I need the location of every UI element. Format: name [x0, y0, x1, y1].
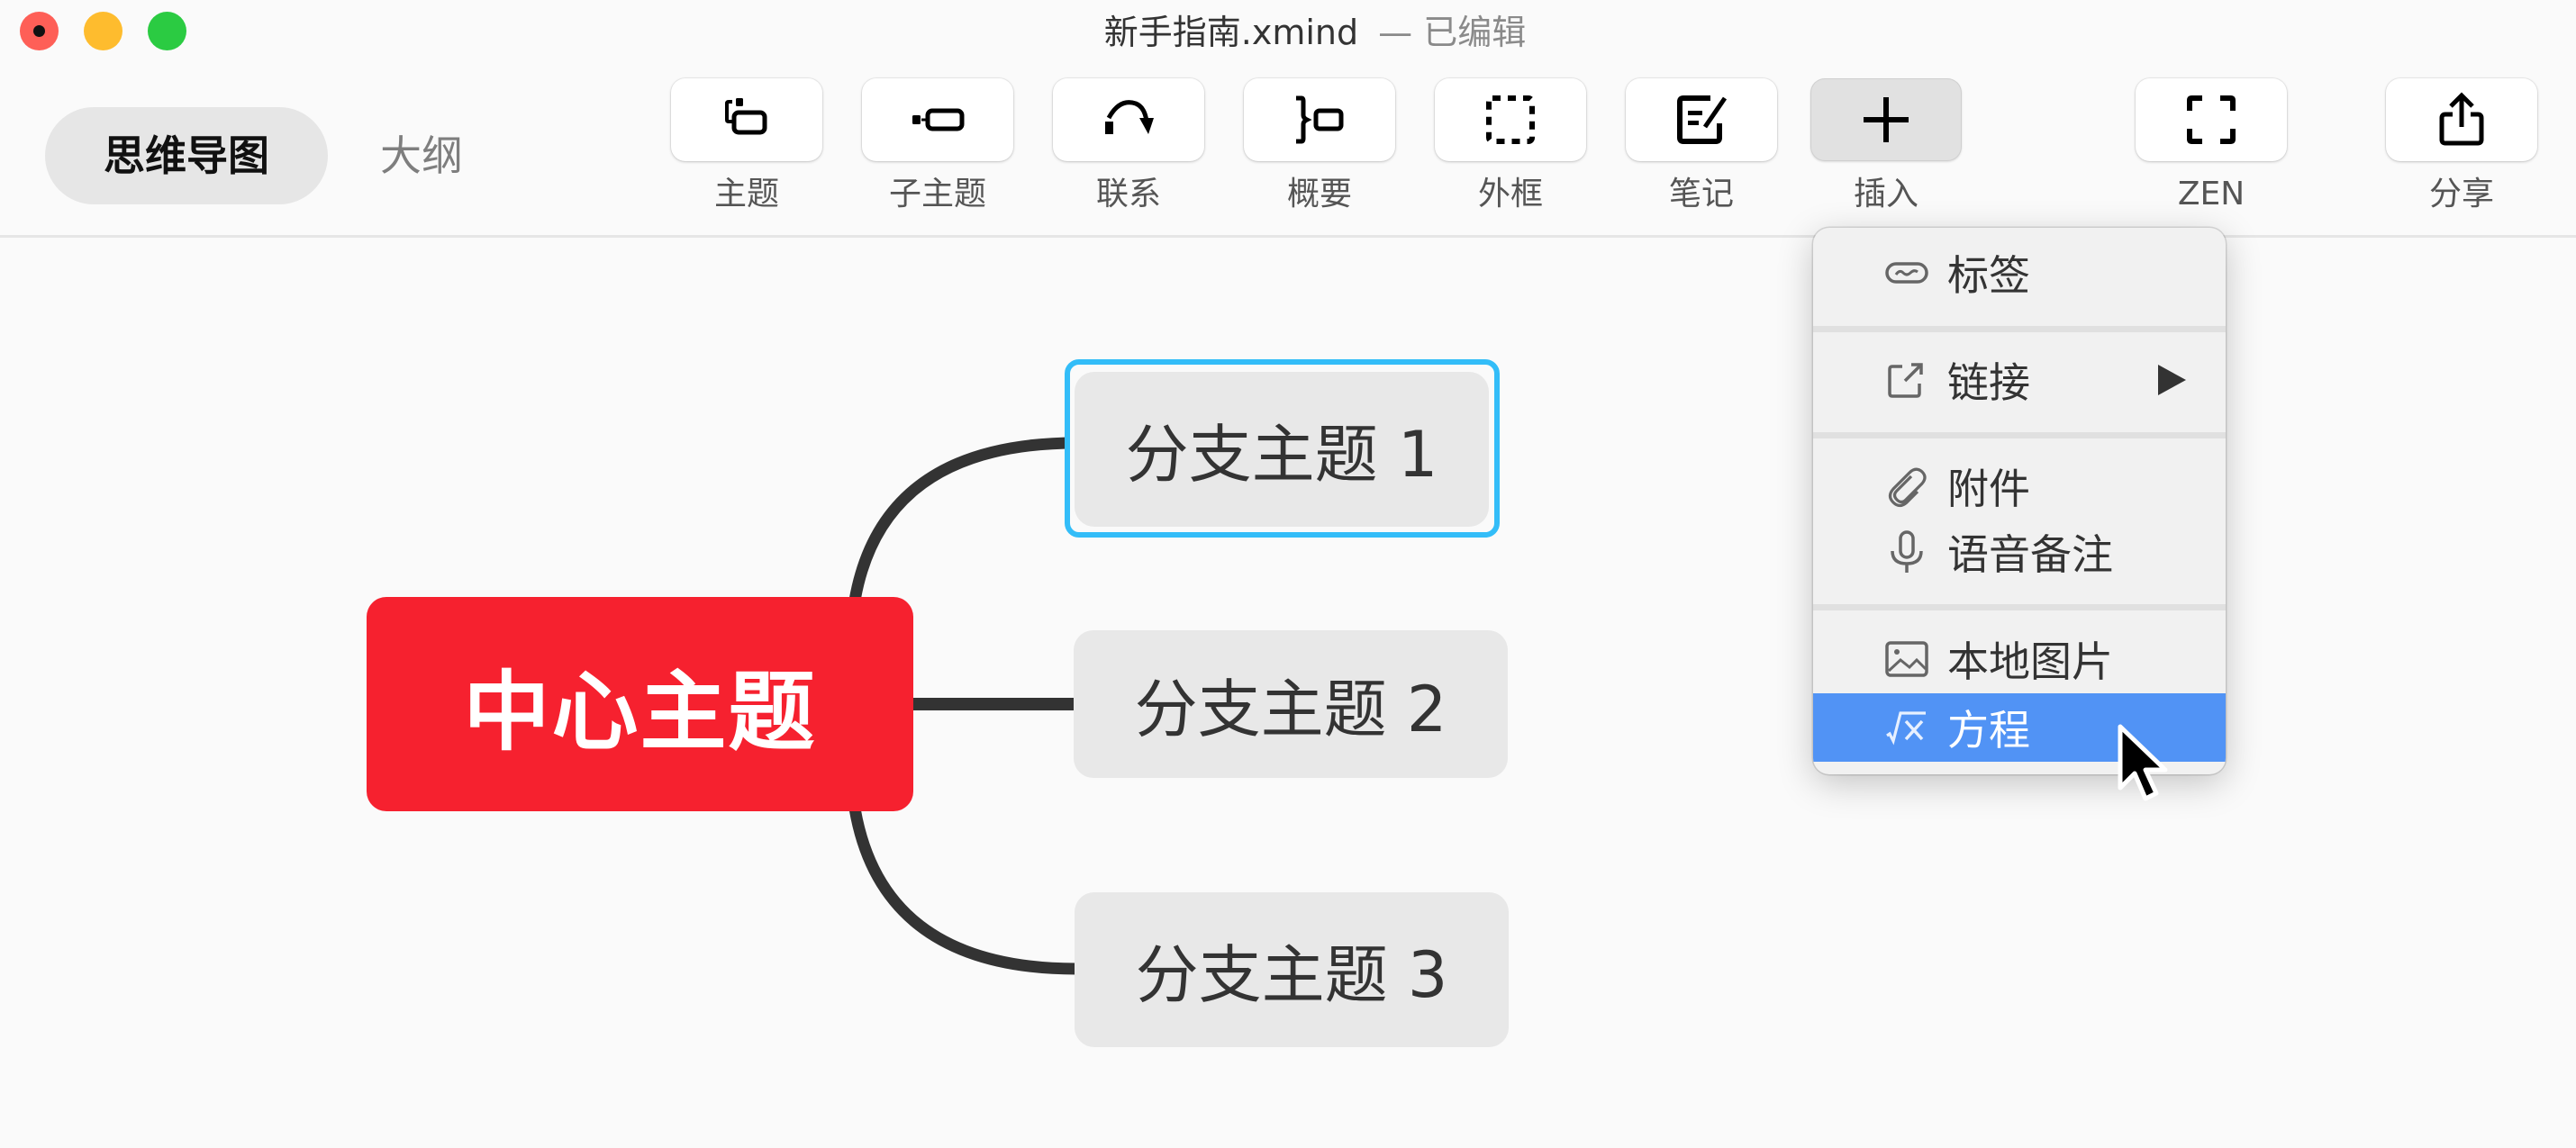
insert-menu: 标签 链接 附件 语音备注 本地图片 方程 [1813, 228, 2226, 774]
menu-item-label-text: 标签 [1947, 251, 2030, 300]
menu-item-attachment-text: 附件 [1947, 465, 2030, 513]
share-button-face[interactable] [2386, 78, 2537, 161]
menu-item-equation-text: 方程 [1947, 706, 2030, 755]
relationship-icon [1105, 100, 1154, 134]
relationship-button-face[interactable] [1053, 78, 1204, 161]
share-button[interactable]: 分享 [2386, 78, 2537, 215]
subtopic-button[interactable]: 子主题 [862, 78, 1013, 215]
window-minimize-button[interactable] [84, 12, 122, 50]
boundary-button[interactable]: 外框 [1435, 78, 1586, 215]
zen-label: ZEN [2177, 176, 2245, 212]
window-maximize-button[interactable] [148, 12, 186, 50]
summary-icon [1296, 95, 1344, 144]
connector-branch-1 [845, 437, 1077, 631]
connector-branch-3 [845, 777, 1077, 975]
tab-mind-map[interactable]: 思维导图 [45, 107, 328, 204]
insert-button[interactable]: 插入 [1810, 78, 1962, 215]
insert-button-face[interactable] [1810, 78, 1962, 161]
zen-button[interactable]: ZEN [2136, 78, 2287, 215]
submenu-arrow-icon [2158, 365, 2186, 395]
summary-button-face[interactable] [1244, 78, 1395, 161]
subtopic-icon [912, 108, 965, 131]
topic-button[interactable]: 主题 [671, 78, 822, 215]
summary-label: 概要 [1286, 176, 1352, 212]
image-icon [1883, 636, 1930, 682]
zen-fullscreen-icon [2187, 95, 2236, 144]
boundary-icon [1486, 95, 1535, 144]
topic-button-face[interactable] [671, 78, 822, 161]
menu-separator [1813, 604, 2226, 610]
menu-separator [1813, 326, 2226, 332]
notes-icon [1677, 95, 1728, 144]
zen-button-face[interactable] [2136, 78, 2287, 161]
menu-item-link[interactable]: 链接 [1813, 346, 2226, 414]
window-close-button[interactable] [20, 12, 59, 50]
branch-topic-1[interactable]: 分支主题 1 [1075, 372, 1489, 527]
insert-label: 插入 [1853, 176, 1918, 212]
attachment-icon [1883, 463, 1930, 510]
menu-item-voice-note-text: 语音备注 [1947, 530, 2113, 579]
menu-item-local-image-text: 本地图片 [1947, 637, 2113, 686]
share-icon [2439, 92, 2484, 146]
label-icon [1883, 249, 1930, 296]
link-icon [1883, 357, 1930, 403]
central-topic[interactable]: 中心主题 [367, 597, 913, 811]
topic-label: 主题 [713, 176, 779, 212]
close-dot-icon [33, 25, 45, 37]
notes-button[interactable]: 笔记 [1626, 78, 1777, 215]
subtopic-button-face[interactable] [862, 78, 1013, 161]
summary-button[interactable]: 概要 [1244, 78, 1395, 215]
subtopic-label: 子主题 [888, 176, 986, 212]
topic-icon [725, 98, 767, 135]
toolbar: 思维导图 大纲 主题 子主题 [0, 0, 2576, 238]
share-label: 分享 [2428, 176, 2494, 212]
menu-item-local-image[interactable]: 本地图片 [1813, 625, 2226, 693]
menu-item-equation[interactable]: 方程 [1813, 693, 2226, 762]
boundary-label: 外框 [1477, 176, 1543, 212]
edited-status: — 已编辑 [1378, 13, 1527, 52]
document-name: 新手指南.xmind [1103, 13, 1359, 52]
menu-item-label[interactable]: 标签 [1813, 239, 2226, 307]
branch-topic-2[interactable]: 分支主题 2 [1074, 630, 1508, 778]
notes-button-face[interactable] [1626, 78, 1777, 161]
microphone-icon [1883, 529, 1930, 575]
menu-item-voice-note[interactable]: 语音备注 [1813, 518, 2226, 586]
menu-separator [1813, 432, 2226, 438]
branch-topic-3[interactable]: 分支主题 3 [1075, 892, 1509, 1047]
relationship-button[interactable]: 联系 [1053, 78, 1204, 215]
equation-icon [1883, 704, 1930, 751]
relationship-label: 联系 [1095, 176, 1161, 212]
mouse-pointer-icon [2118, 724, 2168, 801]
boundary-button-face[interactable] [1435, 78, 1586, 161]
tab-outline[interactable]: 大纲 [380, 131, 463, 180]
menu-item-link-text: 链接 [1947, 358, 2030, 407]
window-title: 新手指南.xmind — 已编辑 [0, 7, 2576, 58]
menu-item-attachment[interactable]: 附件 [1813, 452, 2226, 520]
notes-label: 笔记 [1668, 176, 1734, 212]
plus-icon [1864, 97, 1909, 142]
